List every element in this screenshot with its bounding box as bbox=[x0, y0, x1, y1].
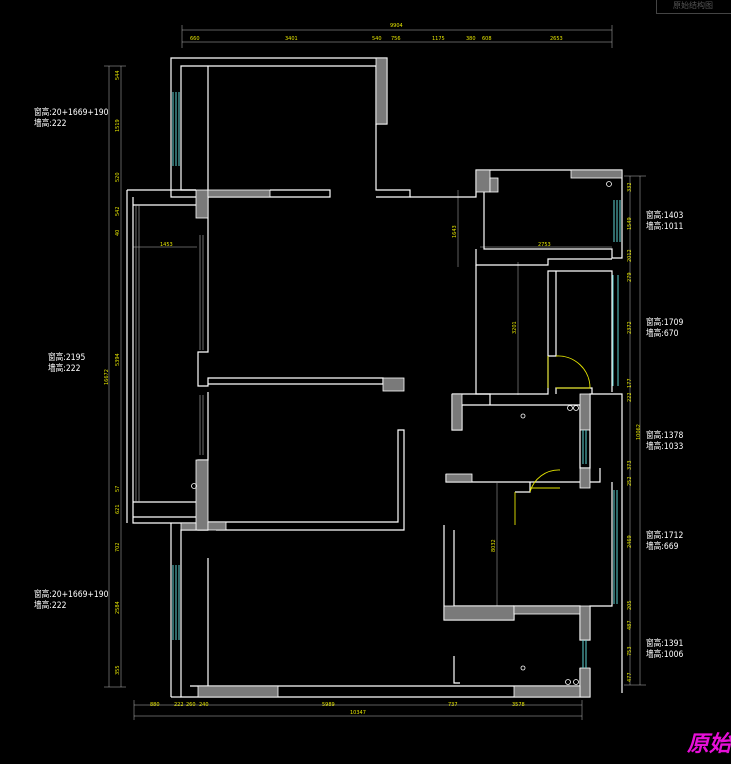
right-dim-12: 487 bbox=[627, 620, 633, 630]
right-dim-4: 279 bbox=[627, 272, 633, 282]
top-dim-5: 1175 bbox=[432, 36, 445, 42]
left-dim-3: 520 bbox=[115, 172, 121, 182]
wall-columns bbox=[180, 57, 623, 698]
right-dim-13: 753 bbox=[627, 646, 633, 656]
bottom-dim-3: 260 bbox=[186, 702, 196, 708]
window-label-right-2: 窗高:1709 墙高:670 bbox=[646, 318, 683, 340]
window-label-left-mid: 窗高:2195 墙高:222 bbox=[48, 353, 85, 375]
window-label-right-1: 窗高:1403 墙高:1011 bbox=[646, 211, 683, 233]
right-dim-7: 222 bbox=[627, 392, 633, 402]
right-dims: 10062 332 1549 2012 279 2372 177 222 373… bbox=[627, 182, 642, 682]
interior-dims-vertical: 1643 3201 8032 bbox=[452, 225, 518, 552]
top-dim-1: 660 bbox=[190, 36, 200, 42]
bottom-overall-dim: 10347 bbox=[350, 710, 366, 716]
wall-height-text: 墙高:222 bbox=[34, 119, 67, 129]
top-dim-3: 540 bbox=[372, 36, 382, 42]
wall-height-text: 墙高:1006 bbox=[646, 650, 684, 660]
window-label-right-5: 窗高:1391 墙高:1006 bbox=[646, 639, 683, 661]
interior-dim-8032: 8032 bbox=[491, 539, 497, 552]
left-dim-4: 542 bbox=[115, 206, 121, 216]
bottom-dim-5: 5989 bbox=[322, 702, 335, 708]
top-dim-6: 380 bbox=[466, 36, 476, 42]
top-overall-dim: 9904 bbox=[390, 23, 403, 29]
top-dim-2: 3401 bbox=[285, 36, 298, 42]
drawing-title-tag: 原始 bbox=[686, 732, 731, 756]
bottom-dim-6: 737 bbox=[448, 702, 458, 708]
left-dims: 16672 544 1519 520 542 40 5394 57 621 70… bbox=[104, 70, 121, 675]
interior-dim-1643: 1643 bbox=[452, 225, 458, 238]
wall-height-text: 墙高:670 bbox=[646, 329, 679, 339]
window-label-left-bottom: 窗高:20+1669+190 墙高:222 bbox=[34, 590, 109, 612]
wall-height-text: 墙高:222 bbox=[48, 364, 81, 374]
window-height-text: 窗高:1709 bbox=[646, 318, 684, 328]
balcony-rail bbox=[135, 205, 204, 502]
fixtures bbox=[191, 181, 612, 685]
bottom-dim-1: 880 bbox=[150, 702, 160, 708]
window-height-text: 窗高:2195 bbox=[48, 353, 86, 363]
top-dim-8: 2653 bbox=[550, 36, 563, 42]
window-height-text: 窗高:20+1669+190 bbox=[34, 590, 109, 600]
interior-dim-1453: 1453 bbox=[160, 242, 173, 248]
left-overall-dim: 16672 bbox=[104, 369, 110, 385]
right-dim-2: 1549 bbox=[627, 217, 633, 230]
bottom-dim-4: 240 bbox=[199, 702, 209, 708]
left-dim-8: 621 bbox=[115, 504, 121, 514]
interior-dim-3201: 3201 bbox=[512, 321, 518, 334]
wall-height-text: 墙高:222 bbox=[34, 601, 67, 611]
wall-height-text: 墙高:1011 bbox=[646, 222, 684, 232]
right-dim-8: 373 bbox=[627, 460, 633, 470]
right-dim-3: 2012 bbox=[627, 249, 633, 262]
right-dim-14: 477 bbox=[627, 672, 633, 682]
window-label-right-4: 窗高:1712 墙高:669 bbox=[646, 531, 683, 553]
left-dim-2: 1519 bbox=[115, 119, 121, 132]
right-dim-10: 2469 bbox=[627, 535, 633, 548]
bottom-dim-7: 3578 bbox=[512, 702, 525, 708]
top-right-title-box: 原始结构图 bbox=[656, 0, 731, 14]
dimension-lines bbox=[104, 25, 646, 720]
right-dim-11: 205 bbox=[627, 600, 633, 610]
doors bbox=[514, 355, 591, 525]
window-height-text: 窗高:1378 bbox=[646, 431, 684, 441]
left-dim-1: 544 bbox=[115, 70, 121, 80]
wall-height-text: 墙高:669 bbox=[646, 542, 679, 552]
right-dim-6: 177 bbox=[627, 378, 633, 388]
left-dim-10: 2584 bbox=[115, 601, 121, 614]
right-dim-5: 2372 bbox=[627, 321, 633, 334]
window-height-text: 窗高:1712 bbox=[646, 531, 684, 541]
top-dim-7: 608 bbox=[482, 36, 492, 42]
wall-height-text: 墙高:1033 bbox=[646, 442, 684, 452]
top-dim-4: 756 bbox=[391, 36, 401, 42]
left-dim-5: 40 bbox=[115, 230, 121, 236]
window-height-text: 窗高:20+1669+190 bbox=[34, 108, 109, 118]
window-height-text: 窗高:1403 bbox=[646, 211, 684, 221]
left-dim-6: 5394 bbox=[115, 353, 121, 366]
left-dim-9: 702 bbox=[115, 542, 121, 552]
window-label-right-3: 窗高:1378 墙高:1033 bbox=[646, 431, 683, 453]
window-label-left-top: 窗高:20+1669+190 墙高:222 bbox=[34, 108, 109, 130]
window-height-text: 窗高:1391 bbox=[646, 639, 684, 649]
left-dim-11: 355 bbox=[115, 665, 121, 675]
left-dim-7: 57 bbox=[115, 486, 121, 492]
right-overall-dim: 10062 bbox=[636, 424, 642, 440]
interior-dim-2753: 2753 bbox=[538, 242, 551, 248]
windows bbox=[172, 92, 621, 668]
bottom-dim-2: 222 bbox=[174, 702, 184, 708]
right-dim-9: 252 bbox=[627, 476, 633, 486]
dimension-texts: 9904 660 3401 540 756 1175 380 608 2653 … bbox=[104, 23, 642, 716]
right-dim-1: 332 bbox=[627, 182, 633, 192]
